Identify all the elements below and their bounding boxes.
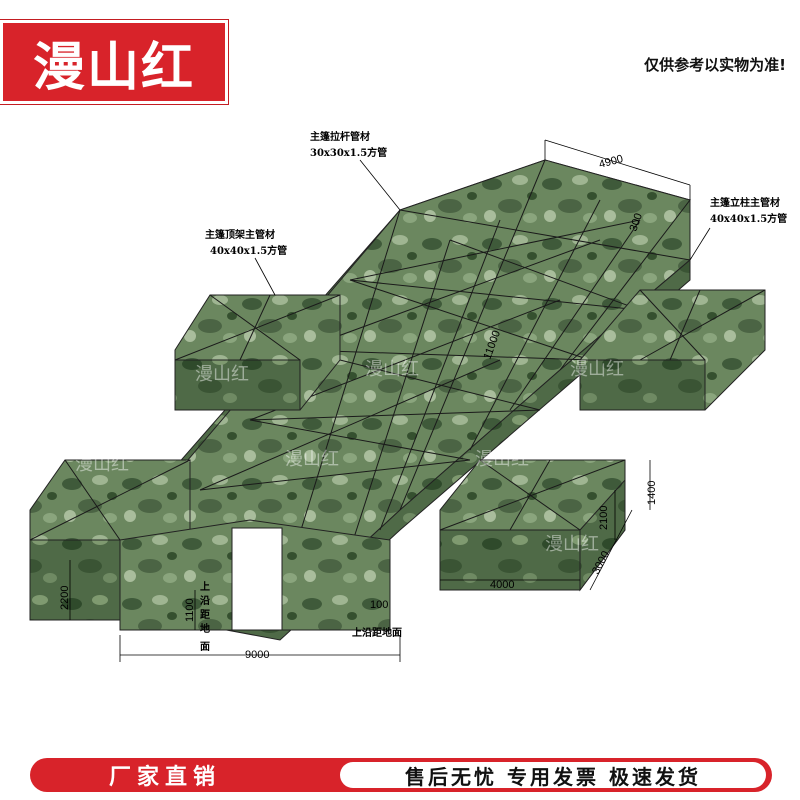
annotation-rod: 主篷拉杆管材 30x30x1.5方管 (310, 130, 401, 211)
footer-banner: 厂家直销 售后无忧 专用发票 极速发货 (30, 758, 772, 792)
side-tent-right-bottom (439, 459, 626, 592)
footer-right: 售后无忧 专用发票 极速发货 (340, 762, 766, 789)
side-tent-left-top (174, 294, 341, 411)
watermark-group: 漫山红 漫山红 漫山红 漫山红 漫山红 漫山红 漫山红 (75, 359, 624, 555)
front-gable (119, 519, 391, 631)
label-edge-to-ground: 上沿距地面 (352, 626, 402, 639)
label-main-tent-rod: 主篷拉杆管材 (310, 130, 370, 143)
label-main-tent-column: 主篷立柱主管材 (710, 196, 780, 209)
dim-total-width: 9000 (245, 649, 269, 661)
door-opening (231, 527, 283, 631)
label-door-top-1: 上 (200, 580, 210, 593)
label-main-tent-column-spec: 40x40x1.5方管 (710, 212, 787, 225)
watermark: 漫山红 (195, 364, 249, 385)
dimension-lines (69, 139, 691, 662)
label-door-top-4: 地 (200, 622, 210, 635)
disclaimer-text: 仅供参考以实物为准! (644, 56, 786, 74)
label-door-top-2: 沿 (200, 594, 210, 607)
watermark: 漫山红 (545, 534, 599, 555)
dim-left-height: 2200 (59, 586, 71, 610)
footer-right-text: 售后无忧 专用发票 极速发货 (405, 764, 701, 789)
watermark: 漫山红 (75, 454, 129, 475)
label-door-top-3: 距 (200, 609, 210, 621)
label-door-top-5: 面 (200, 641, 210, 653)
dim-side-height-right: 1400 (646, 481, 658, 505)
brand-name: 漫山红 (32, 36, 195, 98)
dim-door-height: 1100 (184, 598, 196, 622)
dim-ridge-width: 4900 (598, 153, 625, 171)
dim-edge-offset: 100 (370, 599, 388, 611)
label-main-tent-roof: 主篷顶架主管材 (205, 228, 275, 241)
brand-logo: 漫山红 (0, 20, 228, 104)
label-main-tent-rod-spec: 30x30x1.5方管 (310, 146, 387, 159)
watermark: 漫山红 (365, 359, 419, 380)
watermark: 漫山红 (570, 359, 624, 380)
label-main-tent-roof-spec: 40x40x1.5方管 (210, 244, 287, 257)
tent-diagram: 4900 11000 1400 2100 3000 4000 9000 2200… (29, 130, 787, 662)
watermark: 漫山红 (285, 449, 339, 470)
watermark: 漫山红 (475, 449, 529, 470)
dim-side-wall-height: 2100 (598, 506, 610, 530)
annotation-door-top: 上 沿 距 地 面 (200, 580, 210, 653)
side-tent-right-top (579, 289, 766, 411)
footer-left-text: 厂家直销 (108, 765, 221, 790)
dim-gable-height: 300 (628, 212, 646, 233)
dim-side-width: 4000 (490, 579, 514, 591)
annotation-roof: 主篷顶架主管材 40x40x1.5方管 (205, 228, 287, 296)
annotation-column: 主篷立柱主管材 40x40x1.5方管 (689, 196, 787, 261)
footer-left: 厂家直销 (30, 758, 300, 792)
